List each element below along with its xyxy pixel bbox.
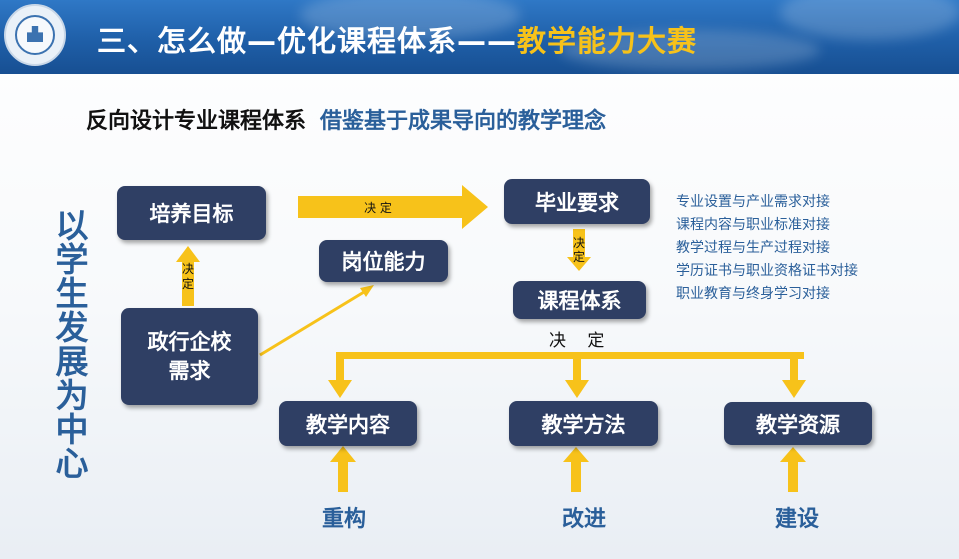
distribution-bar bbox=[336, 352, 804, 359]
subtitle-right: 借鉴基于成果导向的教学理念 bbox=[320, 109, 607, 134]
subtitle: 反向设计专业课程体系借鉴基于成果导向的教学理念 bbox=[86, 103, 606, 135]
title-main: 三、怎么做—优化课程体系—— bbox=[97, 24, 518, 58]
label-improve: 改进 bbox=[561, 507, 606, 532]
label-decide-main: 决 定 bbox=[549, 331, 613, 351]
node-training-goal: 培养目标 bbox=[117, 186, 266, 240]
node-curriculum: 课程体系 bbox=[513, 281, 646, 319]
arrow-diag-line bbox=[259, 290, 365, 357]
list-item: 课程内容与职业标准对接 bbox=[676, 217, 830, 233]
label-restructure: 重构 bbox=[321, 507, 366, 532]
arrow-down-content bbox=[328, 356, 352, 398]
arrow-down-grad bbox=[567, 229, 591, 271]
school-logo bbox=[4, 4, 66, 66]
subtitle-left: 反向设计专业课程体系 bbox=[86, 109, 307, 134]
label-decide-vertical: 决定 bbox=[181, 262, 194, 291]
header-bar: 三、怎么做—优化课程体系——教学能力大赛 bbox=[0, 0, 959, 74]
list-item: 教学过程与生产过程对接 bbox=[676, 240, 830, 256]
label-decide-arrow: 决 定 bbox=[364, 201, 392, 215]
arrow-down-resource bbox=[782, 356, 806, 398]
node-teaching-method: 教学方法 bbox=[509, 401, 658, 446]
node-demand-line2: 需求 bbox=[168, 358, 211, 383]
node-graduation-req: 毕业要求 bbox=[504, 179, 650, 224]
arrow-diag-head bbox=[360, 285, 374, 297]
title-highlight: 教学能力大赛 bbox=[517, 24, 698, 58]
node-stakeholder-demand: 政行企校 需求 bbox=[121, 308, 258, 405]
node-teaching-resource: 教学资源 bbox=[724, 402, 872, 445]
node-job-ability: 岗位能力 bbox=[319, 240, 448, 282]
arrow-right-goal bbox=[298, 185, 488, 229]
arrow-up-content bbox=[330, 446, 356, 492]
arrow-down-method bbox=[565, 356, 589, 398]
alignment-list: 专业设置与产业需求对接 课程内容与职业标准对接 教学过程与生产过程对接 学历证书… bbox=[676, 191, 858, 306]
list-item: 学历证书与职业资格证书对接 bbox=[676, 263, 858, 279]
side-label: 以学生发展为中心 bbox=[55, 206, 89, 483]
node-teaching-content: 教学内容 bbox=[279, 401, 417, 446]
node-demand-line1: 政行企校 bbox=[147, 329, 232, 354]
list-item: 职业教育与终身学习对接 bbox=[676, 286, 830, 302]
label-build: 建设 bbox=[774, 507, 819, 532]
page-title: 三、怎么做—优化课程体系——教学能力大赛 bbox=[97, 18, 697, 60]
list-item: 专业设置与产业需求对接 bbox=[676, 194, 830, 210]
arrow-up-resource bbox=[780, 447, 806, 492]
arrow-up-method bbox=[563, 447, 589, 492]
arrow-up-demand bbox=[176, 246, 200, 306]
label-decide-small: 决定 bbox=[572, 236, 585, 264]
